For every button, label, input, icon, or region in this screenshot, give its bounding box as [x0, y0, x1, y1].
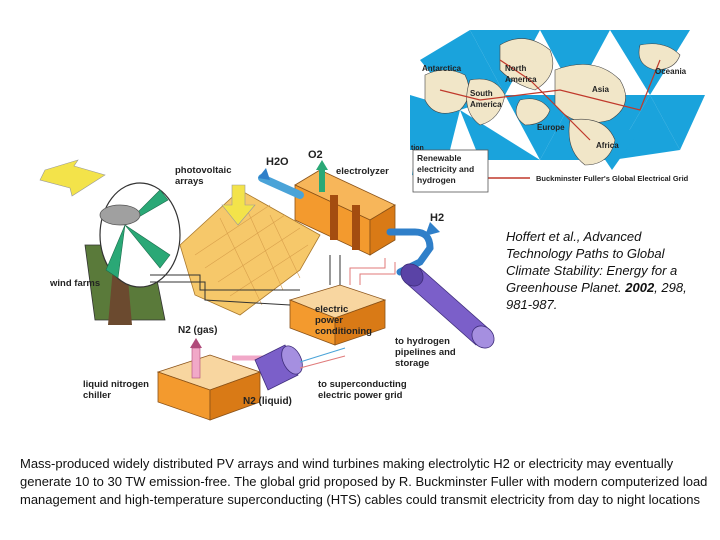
land-europe	[515, 98, 551, 126]
label-electrolyzer: electrolyzer	[336, 166, 389, 177]
citation: Hoffert et al., Advanced Technology Path…	[506, 228, 706, 313]
grid-line	[439, 59, 661, 111]
sun-arrow	[221, 184, 256, 226]
electrolyzer-plate	[330, 195, 338, 240]
map-triangle	[650, 95, 705, 150]
land-asia	[554, 64, 626, 124]
citation-text: Hoffert et al., Advanced Technology Path…	[506, 229, 678, 295]
map-label-asia: Asia	[592, 85, 609, 94]
label-o2: O2	[308, 149, 323, 161]
nitrogen-chiller	[156, 338, 262, 421]
h2-pipe	[386, 228, 434, 276]
superconducting-cable	[232, 344, 346, 391]
power-conditioning	[288, 284, 387, 346]
turbine-nacelle	[99, 204, 141, 226]
label-n2-gas: N2 (gas)	[178, 325, 218, 336]
wires	[150, 255, 396, 306]
wind-turbine	[39, 159, 181, 325]
electrolyzer-plate	[352, 205, 360, 250]
citation-year: 2002	[625, 280, 655, 295]
map-label-antarctica: Antarctica	[422, 64, 462, 73]
renewable-box	[412, 149, 489, 193]
map-label-oceania: Oceania	[655, 67, 687, 76]
label-h2: H2	[430, 212, 445, 224]
label-superconducting-grid: to superconducting electric power grid	[318, 379, 407, 401]
label-n2-liquid: N2 (liquid)	[243, 396, 292, 407]
land-south-america	[466, 78, 506, 126]
map-label-north-america: North America	[505, 64, 537, 84]
label-wind-farms: wind farms	[50, 278, 101, 289]
pv-array	[179, 184, 321, 316]
map-label-south-america: South America	[470, 89, 502, 109]
grid-legend-label: Buckminster Fuller's Global Electrical G…	[536, 174, 689, 183]
label-hydrogen-pipelines: to hydrogen pipelines and storage	[395, 336, 456, 369]
h2o-pipe	[258, 168, 304, 199]
label-photovoltaic: photovoltaic arrays	[175, 165, 232, 187]
o2-pipe	[316, 160, 328, 192]
land-north-america	[499, 38, 554, 91]
electrolyzer-side	[369, 204, 396, 256]
label-liquid-nitrogen: liquid nitrogen chiller	[83, 379, 149, 401]
label-h2o: H2O	[266, 156, 289, 168]
h2-arrow	[425, 222, 440, 236]
label-power-conditioning: electric power conditioning	[315, 304, 372, 337]
turbine-blade	[124, 224, 171, 269]
citation-tail: , 298, 981-987.	[506, 280, 687, 312]
map-label-partial: tion	[411, 145, 424, 152]
renewable-box-label: Renewable electricity and hydrogen	[417, 153, 475, 185]
land-oceania	[638, 43, 681, 71]
map-label-africa: Africa	[596, 141, 619, 150]
turbine-blade	[105, 224, 126, 279]
hydrogen-tube	[400, 263, 495, 349]
caption: Mass-produced widely distributed PV arra…	[20, 456, 708, 507]
wind-arrow	[39, 159, 106, 197]
map-triangle	[540, 30, 610, 95]
map-label-europe: Europe	[537, 123, 565, 132]
grid-line	[499, 59, 591, 141]
